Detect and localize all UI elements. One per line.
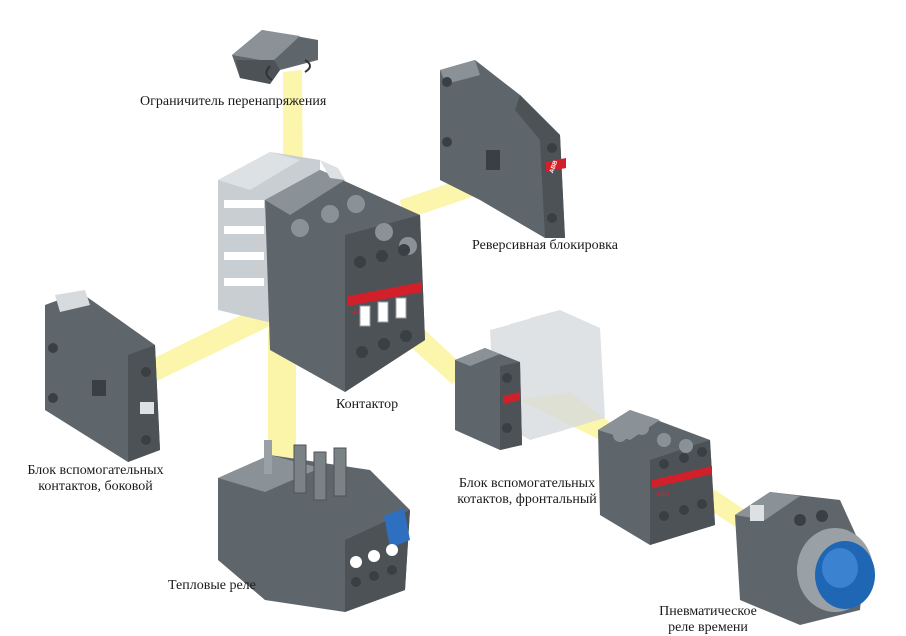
- aux-timer-block-device: ABB: [598, 410, 715, 545]
- label-timer-line2: реле времени: [668, 620, 748, 635]
- label-aux-front-line2: котактов, фронтальный: [457, 492, 597, 507]
- label-surge-limiter: Ограничитель перенапряжения: [140, 94, 327, 109]
- label-aux-side: Блок вспомогательных контактов, боковой: [18, 463, 173, 495]
- aux-front-device: [455, 310, 605, 450]
- label-aux-side-line1: Блок вспомогательных: [27, 463, 164, 478]
- aux-side-device: [45, 290, 160, 462]
- aux-timer-brand-mark: ABB: [656, 492, 670, 498]
- label-timer-line1: Пневматическое: [659, 604, 757, 619]
- surge-limiter-device: [232, 30, 318, 84]
- reversing-brand-mark: ABB: [549, 159, 559, 174]
- beam-thermal: [268, 330, 296, 470]
- reversing-interlock-device: ABB: [440, 60, 566, 238]
- label-aux-front: Блок вспомогательных котактов, фронтальн…: [452, 476, 602, 508]
- thermal-relay-device: [218, 440, 410, 612]
- label-aux-side-line2: контактов, боковой: [38, 479, 153, 494]
- label-pneumatic-timer: Пневматическое реле времени: [648, 604, 768, 636]
- contactor-device: ABB: [218, 152, 425, 392]
- label-thermal-relay: Тепловые реле: [168, 578, 256, 593]
- label-aux-front-line1: Блок вспомогательных: [458, 476, 596, 491]
- label-contactor: Контактор: [336, 397, 399, 412]
- beam-side-aux: [150, 300, 278, 382]
- pneumatic-timer-device: [735, 492, 875, 625]
- label-reversing-interlock: Реверсивная блокировка: [472, 238, 618, 253]
